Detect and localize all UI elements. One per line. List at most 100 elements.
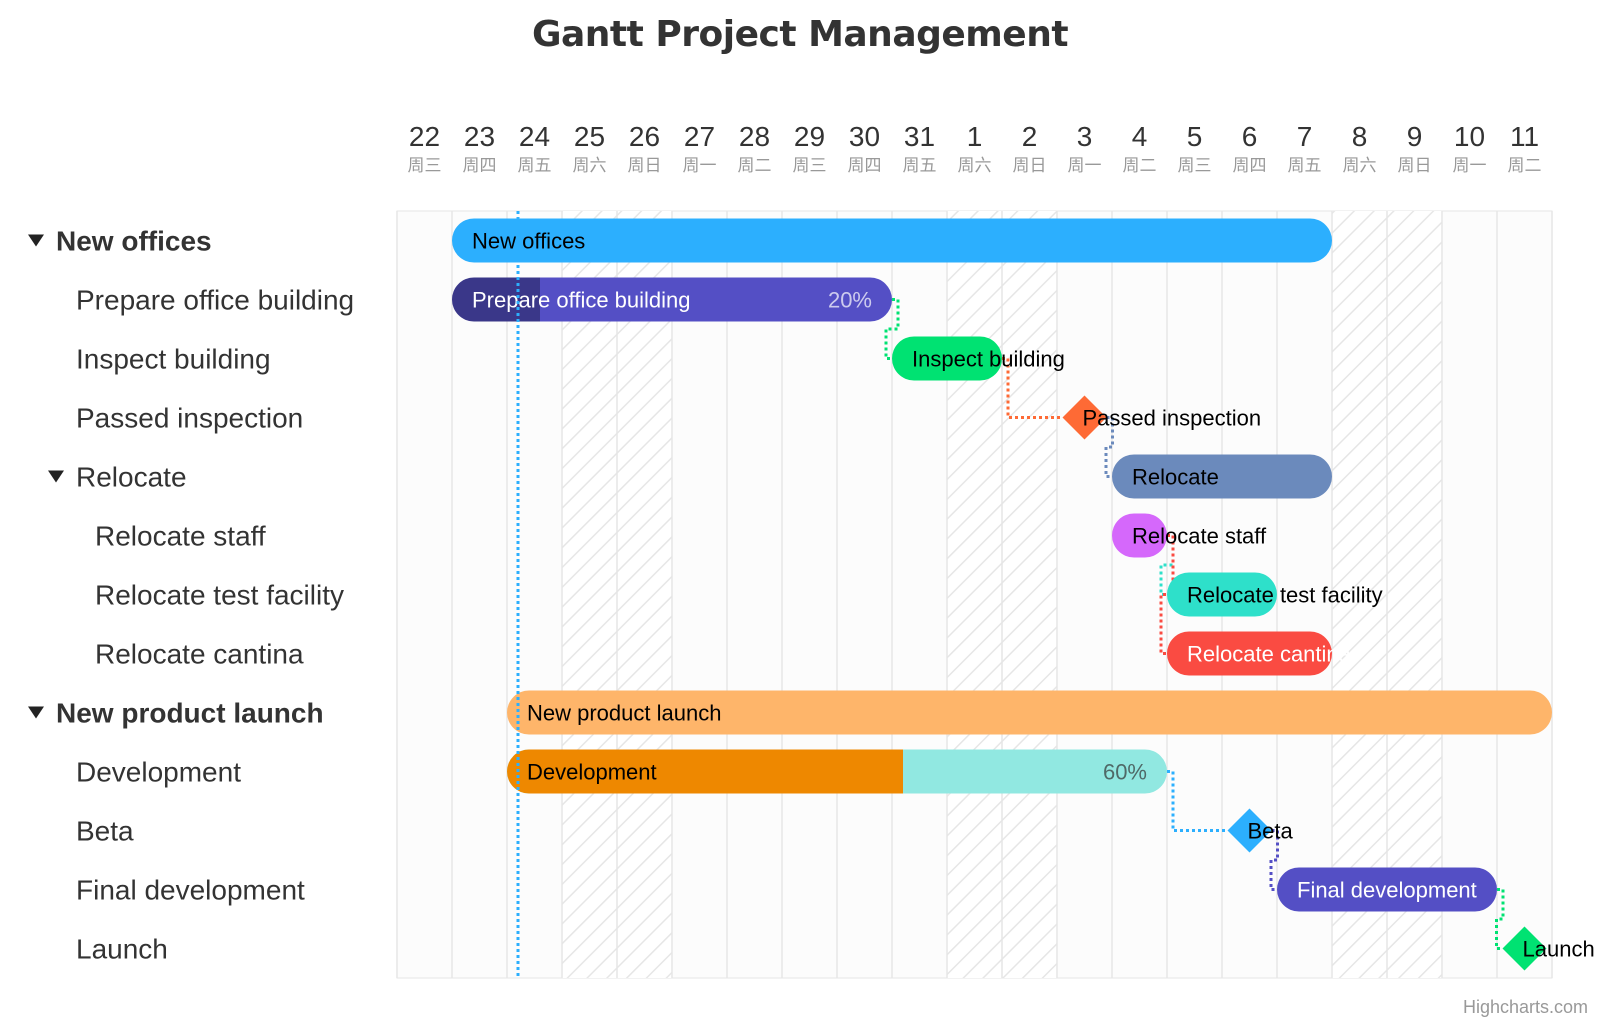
bar-new-product-launch[interactable] [507, 690, 1552, 735]
bar-label: Final development [1297, 878, 1477, 903]
collapse-arrow-icon[interactable] [48, 470, 64, 483]
milestone-label: Beta [1248, 819, 1294, 844]
chart-title: Gantt Project Management [531, 14, 1069, 55]
x-axis-day-label: 11 [1510, 121, 1539, 152]
x-axis-weekday-label: 周二 [1123, 156, 1157, 176]
x-axis-day-label: 30 [849, 121, 880, 152]
task-tree-label: Beta [76, 816, 134, 847]
task-tree-label: Relocate [76, 462, 187, 493]
dependency-connector [1002, 357, 1063, 419]
bar-relocate[interactable] [1112, 454, 1332, 499]
x-axis-day-label: 24 [519, 121, 550, 152]
bar-label: New product launch [527, 701, 721, 726]
x-axis-day-label: 5 [1187, 121, 1203, 152]
x-axis-day-label: 7 [1297, 121, 1313, 152]
x-axis-weekday-label: 周一 [683, 156, 717, 176]
x-axis-day-label: 3 [1077, 121, 1093, 152]
task-tree-label: Relocate test facility [95, 580, 344, 611]
x-axis-day-label: 25 [574, 121, 605, 152]
x-axis-weekday-label: 周五 [903, 156, 937, 176]
task-tree-label: Development [76, 757, 241, 788]
milestone-passed-inspection[interactable] [1062, 395, 1107, 440]
weekend-band [1387, 211, 1442, 978]
task-tree-label: Prepare office building [76, 285, 354, 316]
task-tree-label: Final development [76, 875, 305, 906]
task-tree-label: New offices [56, 226, 212, 257]
x-axis-weekday-label: 周四 [848, 156, 882, 176]
weekend-band [1332, 211, 1387, 978]
bar-inspect-building[interactable] [892, 336, 1002, 381]
bar-label: Relocate staff [1132, 524, 1267, 549]
progress-fill-prepare-office-building [452, 277, 540, 322]
milestone-beta[interactable] [1227, 808, 1272, 853]
collapse-arrow-icon[interactable] [28, 234, 44, 247]
dependency-connector [1159, 534, 1175, 655]
x-axis-weekday-label: 周五 [1288, 156, 1322, 176]
weekend-band [617, 211, 672, 978]
x-axis-day-label: 23 [464, 121, 495, 152]
dependency-connector [1167, 770, 1228, 832]
milestone-label: Passed inspection [1083, 406, 1262, 431]
x-axis-day-label: 2 [1022, 121, 1038, 152]
x-axis-day-label: 26 [629, 121, 660, 152]
dependency-connector [1269, 829, 1279, 891]
x-axis-weekday-label: 周日 [628, 156, 662, 176]
x-axis-weekday-label: 周日 [1398, 156, 1432, 176]
x-axis-day-label: 31 [904, 121, 935, 152]
x-axis-day-label: 22 [409, 121, 440, 152]
task-tree-label: Relocate staff [95, 521, 266, 552]
bar-final-development[interactable] [1277, 867, 1497, 912]
x-axis-weekday-label: 周六 [958, 156, 992, 176]
bar-label: New offices [472, 229, 585, 254]
bar-prepare-office-building[interactable] [452, 277, 892, 322]
progress-label: 60% [1103, 760, 1147, 785]
collapse-arrow-icon[interactable] [28, 706, 44, 719]
task-tree-label: Passed inspection [76, 403, 303, 434]
weekend-band [1002, 211, 1057, 978]
task-tree-label: Inspect building [76, 344, 271, 375]
x-axis-day-label: 29 [794, 121, 825, 152]
bar-relocate-staff[interactable] [1112, 513, 1167, 558]
x-axis-day-label: 8 [1352, 121, 1368, 152]
x-axis-day-label: 6 [1242, 121, 1258, 152]
x-axis-day-label: 28 [739, 121, 770, 152]
credits-link[interactable]: Highcharts.com [1462, 997, 1588, 1017]
x-axis-weekday-label: 周一 [1068, 156, 1102, 176]
task-tree-label: Launch [76, 934, 168, 965]
x-axis-weekday-label: 周六 [573, 156, 607, 176]
x-axis-weekday-label: 周四 [463, 156, 497, 176]
bar-label: Prepare office building [472, 288, 691, 313]
dependency-connector [1104, 416, 1114, 478]
x-axis-weekday-label: 周三 [793, 156, 827, 176]
x-axis-day-label: 10 [1454, 121, 1485, 152]
x-axis-day-label: 4 [1132, 121, 1148, 152]
x-axis-weekday-label: 周二 [1508, 156, 1542, 176]
x-axis-weekday-label: 周一 [1453, 156, 1487, 176]
x-axis-weekday-label: 周日 [1013, 156, 1047, 176]
bar-label: Relocate [1132, 465, 1219, 490]
bar-label: Relocate cantina [1187, 642, 1352, 667]
task-tree-label: Relocate cantina [95, 639, 304, 670]
x-axis-weekday-label: 周三 [408, 156, 442, 176]
bar-label: Inspect building [912, 347, 1065, 372]
dependency-connector [884, 298, 900, 360]
bar-relocate-test-facility[interactable] [1167, 572, 1277, 617]
x-axis-weekday-label: 周四 [1233, 156, 1267, 176]
progress-fill-development [507, 749, 903, 794]
task-tree-label: New product launch [56, 698, 324, 729]
x-axis-day-label: 9 [1407, 121, 1423, 152]
x-axis-weekday-label: 周五 [518, 156, 552, 176]
milestone-launch[interactable] [1502, 926, 1547, 971]
dependency-connector [1495, 888, 1505, 950]
x-axis-weekday-label: 周三 [1178, 156, 1212, 176]
weekend-band [947, 211, 1002, 978]
weekend-band [562, 211, 617, 978]
bar-label: Development [527, 760, 657, 785]
x-axis-weekday-label: 周二 [738, 156, 772, 176]
bar-new-offices[interactable] [452, 218, 1332, 263]
bar-label: Relocate test facility [1187, 583, 1383, 608]
x-axis-weekday-label: 周六 [1343, 156, 1377, 176]
bar-relocate-cantina[interactable] [1167, 631, 1332, 676]
x-axis-day-label: 1 [967, 121, 983, 152]
